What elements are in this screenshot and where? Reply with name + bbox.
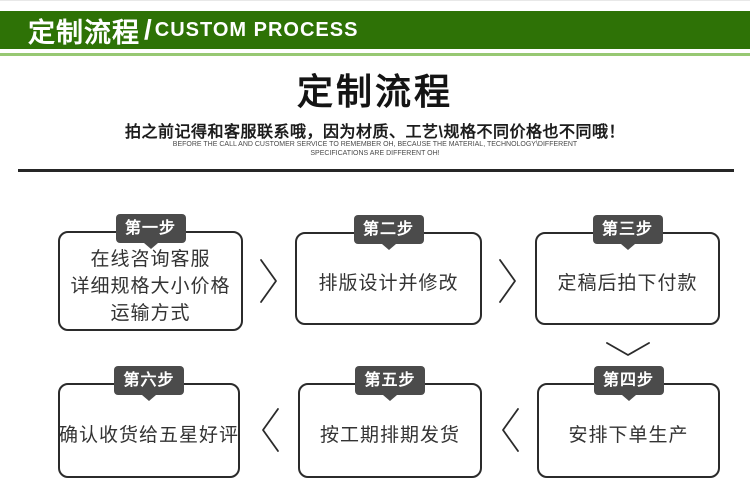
step-box-5: 第五步 按工期排期发货	[298, 366, 482, 478]
step-1-line-2: 详细规格大小价格	[70, 275, 231, 297]
step-box-4: 第四步 安排下单生产	[537, 366, 720, 478]
arrow-left-icon	[262, 408, 279, 452]
banner-slash: /	[144, 14, 152, 45]
subtitle-en-line2: SPECIFICATIONS ARE DIFFERENT OH!	[310, 150, 440, 157]
step-1-line-3: 运输方式	[110, 302, 191, 324]
step-tab-6: 第六步	[114, 366, 184, 395]
step-1-line-1: 在线咨询客服	[90, 248, 211, 270]
page-title: 定制流程	[296, 71, 453, 112]
subtitle-cn: 拍之前记得和客服联系哦，因为材质、工艺\规格不同价格也不同哦！	[125, 124, 625, 141]
step-2-line-1: 排版设计并修改	[318, 273, 459, 294]
step-tab-5: 第五步	[355, 366, 425, 395]
arrow-right-icon	[260, 259, 277, 303]
subtitle-en: BEFORE THE CALL AND CUSTOMER SERVICE TO …	[0, 140, 750, 158]
step-box-6: 第六步 确认收货给五星好评	[58, 366, 240, 478]
step-box-2: 第二步 排版设计并修改	[295, 215, 482, 325]
step-6-line-1: 确认收货给五星好评	[59, 425, 240, 446]
subtitle-en-line1: BEFORE THE CALL AND CUSTOMER SERVICE TO …	[172, 141, 578, 148]
banner-title-cn: 定制流程	[28, 17, 140, 48]
step-tab-2: 第二步	[353, 215, 424, 244]
step-box-3: 第三步 定稿后拍下付款	[535, 215, 720, 325]
banner-underline	[0, 53, 750, 56]
divider-line	[18, 169, 734, 172]
arrow-right-icon	[499, 259, 516, 303]
step-3-line-1: 定稿后拍下付款	[557, 273, 698, 294]
step-tab-4: 第四步	[593, 366, 664, 395]
step-box-1: 第一步 在线咨询客服 详细规格大小价格 运输方式	[58, 214, 243, 331]
step-4-line-1: 安排下单生产	[568, 425, 689, 446]
banner-title-en: CUSTOM PROCESS	[154, 18, 359, 41]
section-banner: 定制流程 / CUSTOM PROCESS	[0, 11, 750, 49]
step-5-line-1: 按工期排期发货	[319, 425, 460, 446]
arrow-left-icon	[502, 408, 519, 452]
arrow-down-icon	[606, 342, 650, 356]
step-tab-3: 第三步	[592, 215, 663, 244]
step-tab-1: 第一步	[115, 214, 186, 243]
